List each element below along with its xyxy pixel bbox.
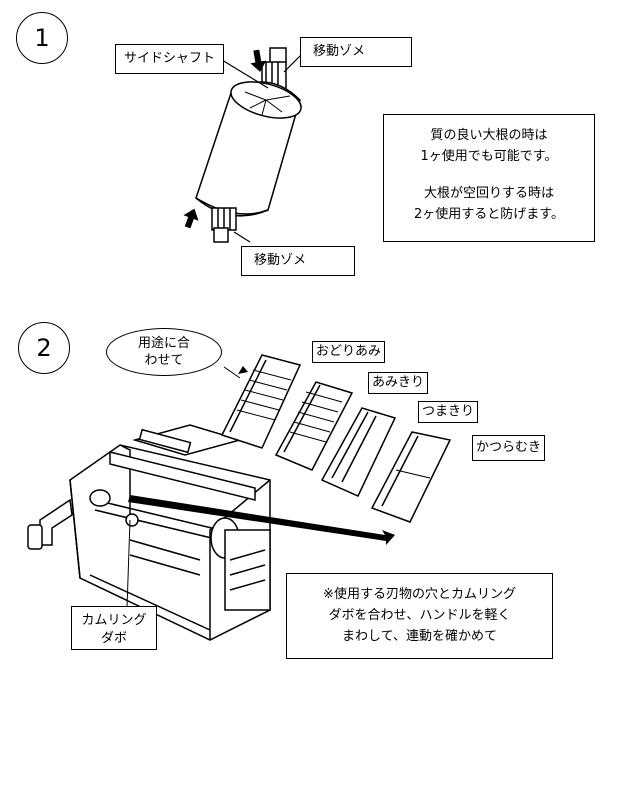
label-moving-dowel-bottom: 移動ゾメ [241,246,355,276]
step1-note: 質の良い大根の時は 1ヶ使用でも可能です。 大根が空回りする時は 2ヶ使用すると… [383,114,595,242]
insert-arrow-icon [128,495,395,545]
blade-katsura-muki [370,431,452,523]
daikon-shaft-illustration [195,47,302,243]
note-line: 質の良い大根の時は [430,128,548,143]
purpose-bubble: 用途に合 わせて [106,328,222,376]
label-moving-dowel-top: 移動ゾメ [300,37,412,67]
bubble-line: わせて [144,353,184,368]
note-line: ※使用する刃物の穴とカムリング [323,587,516,602]
label-side-shaft: サイドシャフト [115,44,225,74]
blade-ami-kiri [274,381,354,471]
step-number-2: 2 [18,322,70,374]
note-line: 2ヶ使用すると防げます。 [414,207,564,222]
label-tsuma-kiri: つまきり [418,401,479,423]
down-arrow-icon [250,49,267,72]
slicer-machine-illustration [27,424,271,641]
step-number-1: 1 [16,12,68,64]
cam-label-line: カムリング [81,613,147,628]
note-line: 大根が空回りする時は [423,186,554,201]
step2-note: ※使用する刃物の穴とカムリング ダボを合わせ、ハンドルを軽く まわして、連動を確… [286,573,553,659]
cam-label-line: ダボ [100,631,127,646]
label-cam-ring-dowel: カムリング ダボ [71,606,157,650]
note-line [384,167,594,183]
note-line: まわして、連動を確かめて [342,629,497,644]
up-arrow-icon [183,208,199,229]
label-odori-ami: おどりあみ [312,341,386,363]
label-ami-kiri: あみきり [368,372,429,394]
blade-direction-arrow-icon [238,366,248,374]
bubble-line: 用途に合 [137,336,190,351]
note-line: ダボを合わせ、ハンドルを軽く [328,608,511,623]
blade-odori-ami [220,354,302,449]
note-line: 1ヶ使用でも可能です。 [420,149,558,164]
label-katsura-muki: かつらむき [472,435,546,461]
blade-tsuma-kiri [320,407,397,497]
